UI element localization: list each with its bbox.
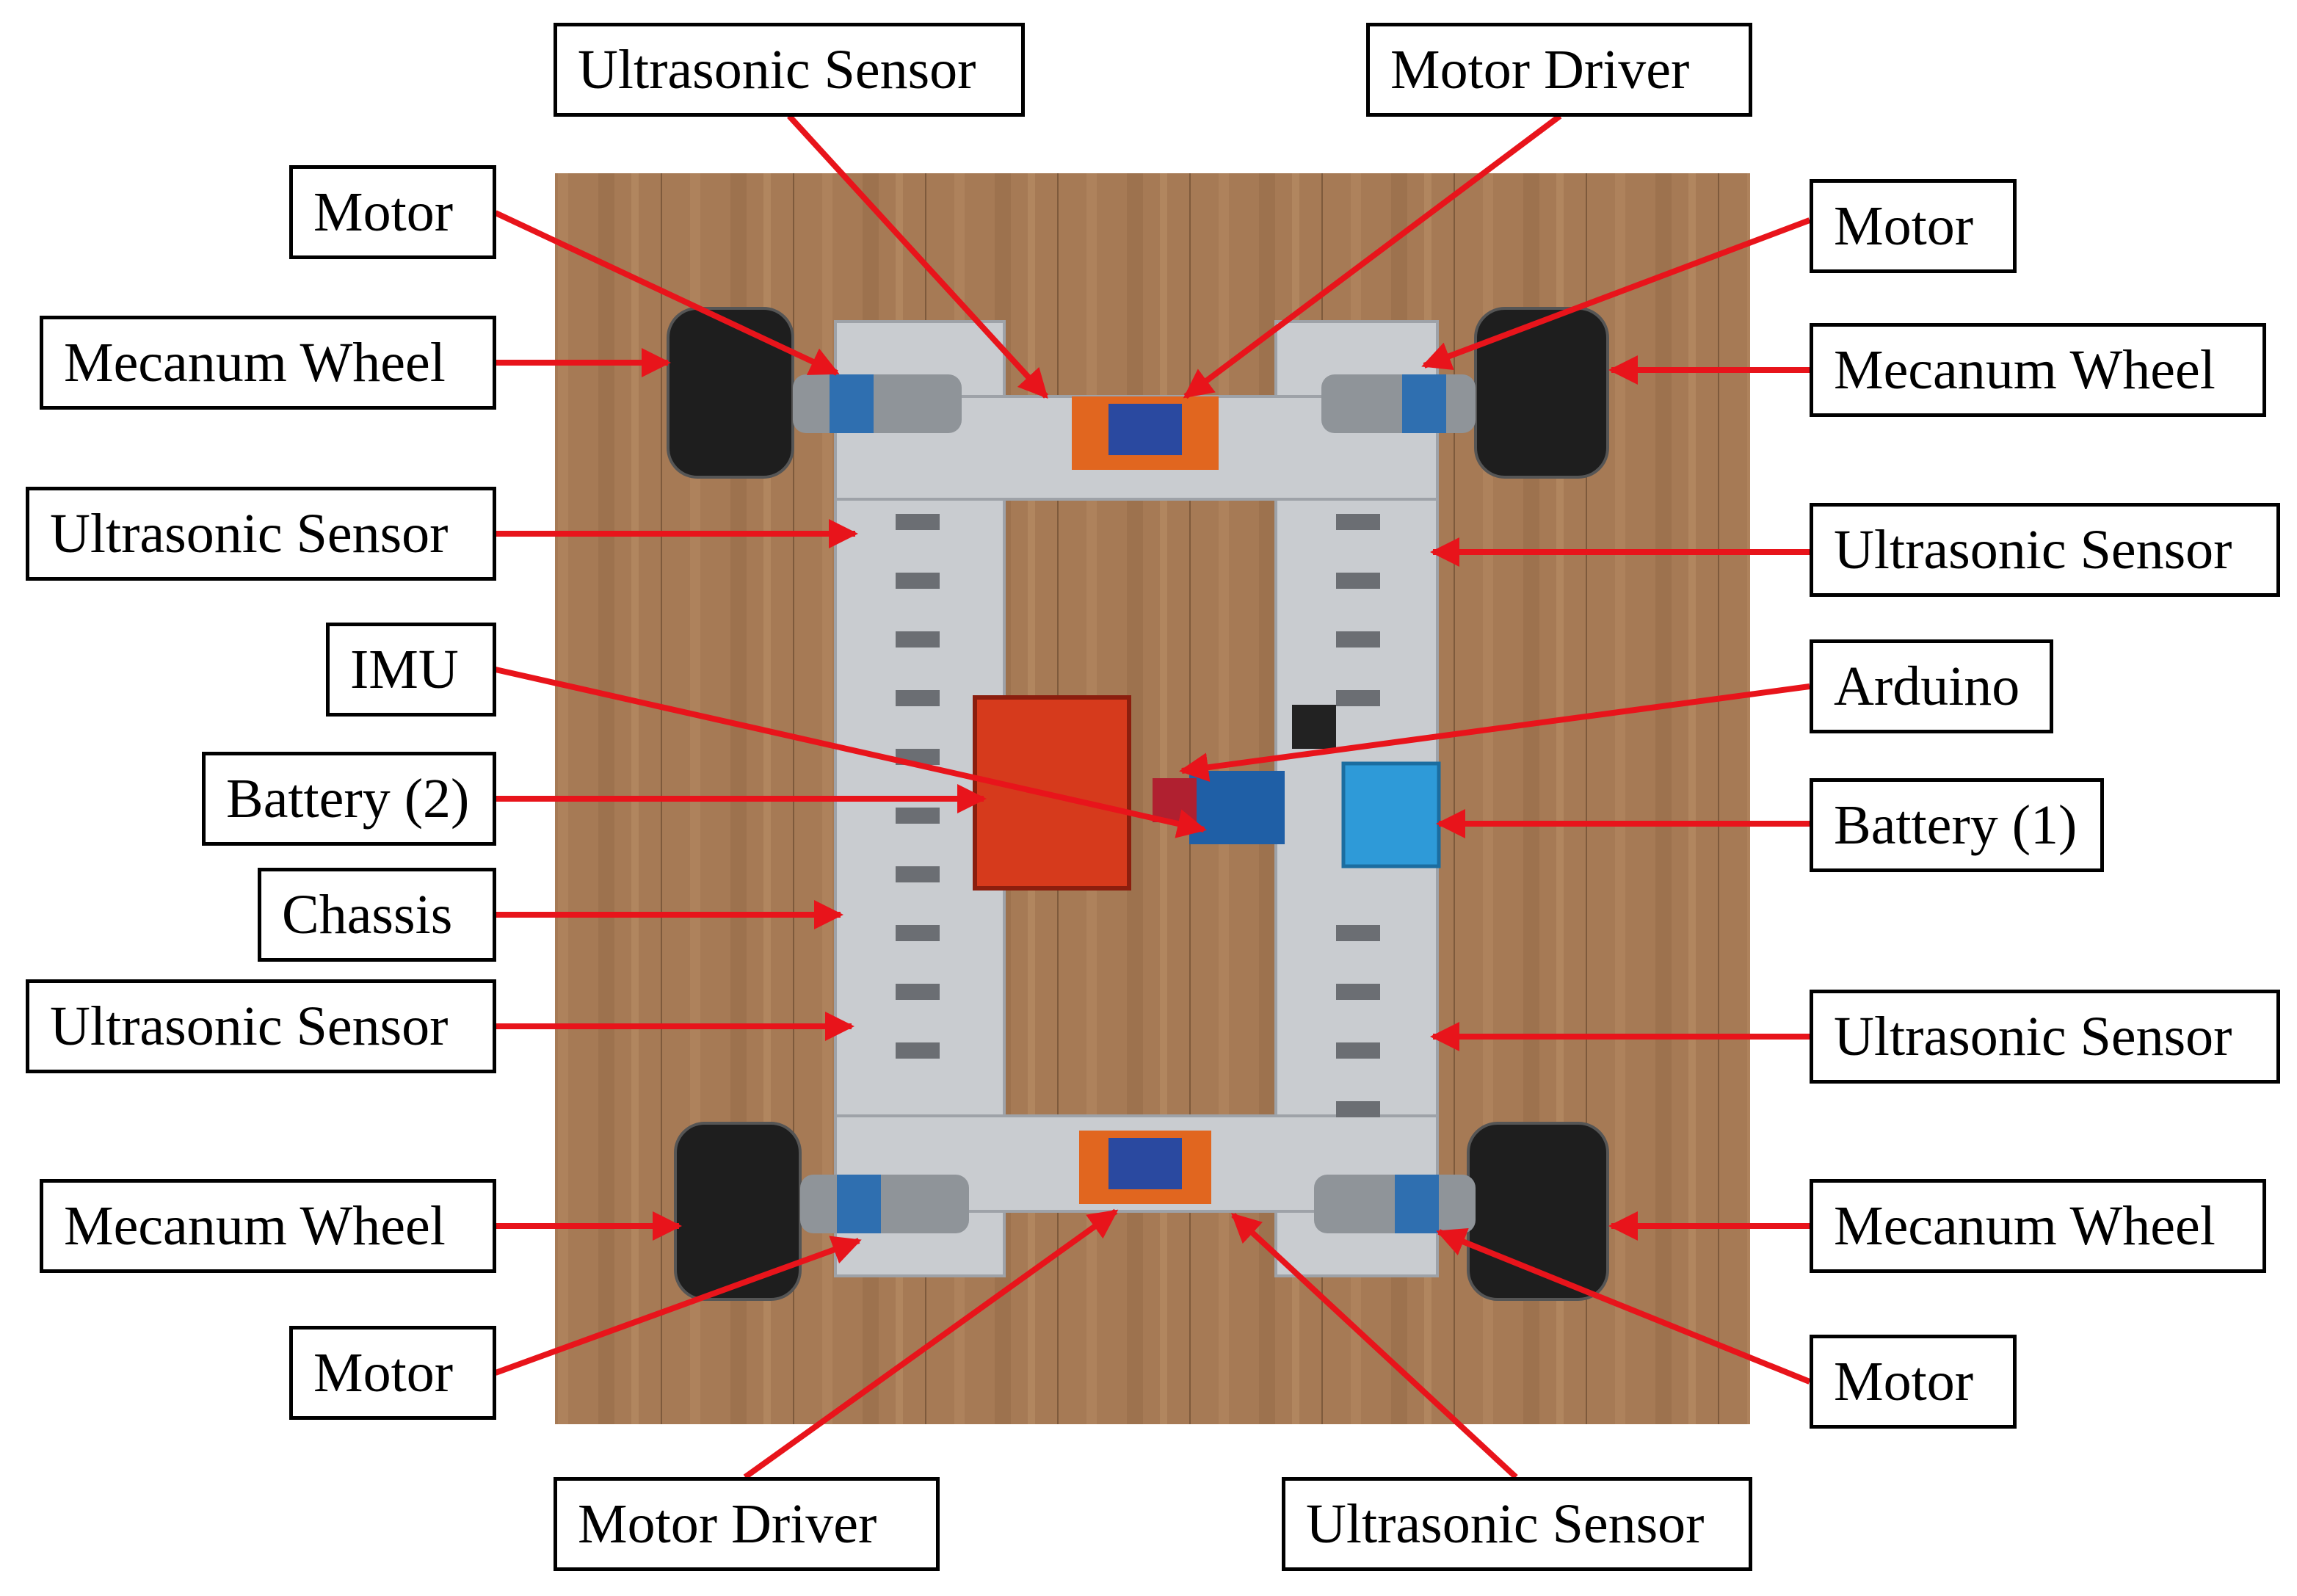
label-tl-motor: Motor xyxy=(289,165,496,259)
imu-board xyxy=(1153,778,1197,822)
motor-drivers xyxy=(1072,396,1219,1204)
arrow-imu xyxy=(495,667,1207,838)
label-imu: IMU xyxy=(326,623,496,717)
arduino-board xyxy=(1189,771,1285,844)
label-arduino: Arduino xyxy=(1810,639,2053,733)
label-left-ultrasonic-sensor-upper: Ultrasonic Sensor xyxy=(26,487,496,581)
label-bottom-motor-driver: Motor Driver xyxy=(554,1477,940,1571)
label-tr-mecanum-wheel: Mecanum Wheel xyxy=(1810,323,2266,417)
arrow-bottom-ultrasonic xyxy=(1231,1213,1518,1479)
arrows xyxy=(494,113,1811,1480)
label-bl-motor: Motor xyxy=(289,1326,496,1420)
label-bl-mecanum-wheel: Mecanum Wheel xyxy=(40,1179,496,1273)
arrow-tl-motor xyxy=(494,210,840,376)
sensor-block xyxy=(1292,705,1336,749)
label-top-ultrasonic-sensor: Ultrasonic Sensor xyxy=(554,23,1025,117)
battery-1-shape xyxy=(1341,761,1441,868)
label-br-mecanum-wheel: Mecanum Wheel xyxy=(1810,1179,2266,1273)
label-battery-2: Battery (2) xyxy=(202,752,496,846)
label-left-ultrasonic-sensor-lower: Ultrasonic Sensor xyxy=(26,979,496,1073)
label-tl-mecanum-wheel: Mecanum Wheel xyxy=(40,316,496,410)
label-right-ultrasonic-sensor-upper: Ultrasonic Sensor xyxy=(1810,503,2280,597)
arrow-br-motor xyxy=(1436,1227,1811,1385)
label-chassis: Chassis xyxy=(258,868,496,962)
label-top-motor-driver: Motor Driver xyxy=(1366,23,1752,117)
arrow-tr-motor xyxy=(1421,217,1811,371)
label-br-motor: Motor xyxy=(1810,1335,2017,1429)
label-bottom-ultrasonic-sensor: Ultrasonic Sensor xyxy=(1282,1477,1752,1571)
label-right-ultrasonic-sensor-lower: Ultrasonic Sensor xyxy=(1810,990,2280,1084)
arrow-top-ultrasonic xyxy=(787,114,1048,399)
arrow-bl-motor xyxy=(494,1236,862,1376)
motors xyxy=(793,374,1476,1233)
label-battery-1: Battery (1) xyxy=(1810,778,2104,872)
arrow-arduino xyxy=(1179,683,1810,783)
label-tr-motor: Motor xyxy=(1810,179,2017,273)
arrow-bottom-motor-driver xyxy=(743,1208,1119,1480)
rail-slots xyxy=(896,514,1380,1117)
arrow-top-motor-driver xyxy=(1183,113,1562,399)
